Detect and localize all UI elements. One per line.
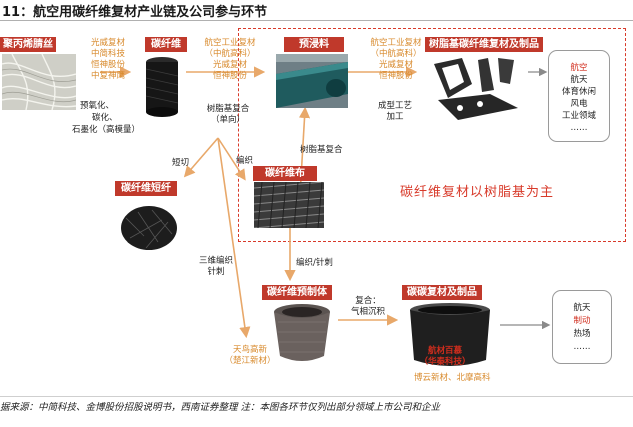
application-item: 航空 (548, 62, 610, 74)
application-item: 航天 (552, 302, 612, 315)
process-line: 三维编织 (198, 256, 234, 267)
prepreg-roll-image (276, 54, 348, 108)
applications-bottom-list: 航天 制动 热场 …… (552, 302, 612, 354)
node-label-carbon-fiber: 碳纤维 (145, 37, 187, 52)
company-name: 恒神股份 (360, 71, 432, 82)
node-label-cloth: 碳纤维布 (253, 166, 317, 181)
prepreg-photo (276, 54, 348, 108)
company-name: 恒神股份 (80, 60, 136, 71)
arrow-to-preform-long (218, 138, 246, 335)
node-label-preform: 碳纤维预制体 (262, 285, 332, 300)
short-fiber-image (118, 198, 180, 256)
company-name: （中航高科） (360, 49, 432, 60)
three-d-weave-label: 三维编织 针刺 (198, 256, 234, 278)
pan-fiber-photo (2, 54, 76, 110)
company-name: 中简科技 (80, 49, 136, 60)
company-name: 中复神鹰 (80, 71, 136, 82)
company-name: （中航高科） (195, 49, 265, 60)
process-line: （单向） (198, 115, 258, 126)
preform-companies: 天鸟高新 （楚江新材） (222, 345, 278, 367)
cf-prepreg-companies: 航空工业复材 （中航高科） 光威复材 恒神股份 (195, 38, 265, 82)
company-name: （华秦科技） (410, 357, 480, 368)
node-label-pan: 聚丙烯腈丝 (0, 37, 56, 52)
company-name: 航空工业复材 (360, 38, 432, 49)
process-line: 加工 (365, 112, 425, 123)
source-divider (0, 396, 633, 397)
cc-companies-1: 航材百慕 （华秦科技） (410, 346, 480, 368)
company-name: 光威复材 (195, 60, 265, 71)
carbon-fiber-spool-photo (141, 54, 183, 120)
resin-composite-process: 树脂基复合 （单向） (198, 104, 258, 126)
carbon-fiber-spool-image (141, 54, 183, 120)
pan-fiber-image (2, 54, 76, 110)
source-note: 据来源：中简科技、金博股份招股说明书，西南证券整理 注：本图各环节仅列出部分领域… (0, 399, 440, 413)
process-1-line: 石墨化（高模量） (72, 125, 140, 136)
application-item: 工业领域 (548, 110, 610, 122)
applications-top-list: 航空 航天 体育休闲 风电 工业领域 …… (548, 62, 610, 134)
company-name: 光威复材 (80, 38, 136, 49)
arrow-to-short-fiber (186, 138, 218, 175)
company-name: 航材百慕 (410, 346, 480, 357)
company-name: 航空工业复材 (195, 38, 265, 49)
carbon-cloth-image (254, 182, 324, 228)
process-line: 针刺 (198, 267, 234, 278)
process-line: 成型工艺 (365, 101, 425, 112)
cc-companies-2: 博云新材、北摩高科 (414, 373, 491, 384)
carbon-cloth-photo (254, 182, 324, 228)
resin-composite-2-label: 树脂基复合 (300, 145, 343, 156)
pan-companies: 光威复材 中简科技 恒神股份 中复神鹰 (80, 38, 136, 82)
company-name: 天鸟高新 (222, 345, 278, 356)
prepreg-product-companies: 航空工业复材 （中航高科） 光威复材 恒神股份 (360, 38, 432, 82)
company-name: 光威复材 (360, 60, 432, 71)
process-1-line: 碳化、 (92, 113, 118, 124)
process-line: 复合： (340, 296, 396, 307)
node-label-cc-composite: 碳碳复材及制品 (402, 285, 482, 300)
resin-composite-parts-photo (428, 54, 528, 124)
process-line: 树脂基复合 (198, 104, 258, 115)
forming-process: 成型工艺 加工 (365, 101, 425, 123)
composite-parts-image (428, 54, 528, 124)
process-1-line: 预氧化、 (80, 101, 114, 112)
cc-process: 复合： 气相沉积 (340, 296, 396, 318)
short-fiber-photo (118, 198, 180, 256)
node-label-prepreg: 预浸料 (284, 37, 344, 52)
company-name: 恒神股份 (195, 71, 265, 82)
node-label-short-fiber: 碳纤维短纤 (115, 181, 177, 196)
application-item: 航天 (548, 74, 610, 86)
application-item: …… (552, 341, 612, 354)
application-item: 体育休闲 (548, 86, 610, 98)
application-item: …… (548, 122, 610, 134)
application-item: 制动 (552, 315, 612, 328)
weave-label: 编织 (236, 156, 253, 167)
node-label-resin-composite: 树脂基碳纤维复材及制品 (425, 37, 543, 52)
application-item: 热场 (552, 328, 612, 341)
weave-needle-label: 编织/针刺 (296, 258, 333, 269)
cut-label: 短切 (172, 158, 189, 169)
application-item: 风电 (548, 98, 610, 110)
company-name: （楚江新材） (222, 356, 278, 367)
process-line: 气相沉积 (340, 307, 396, 318)
